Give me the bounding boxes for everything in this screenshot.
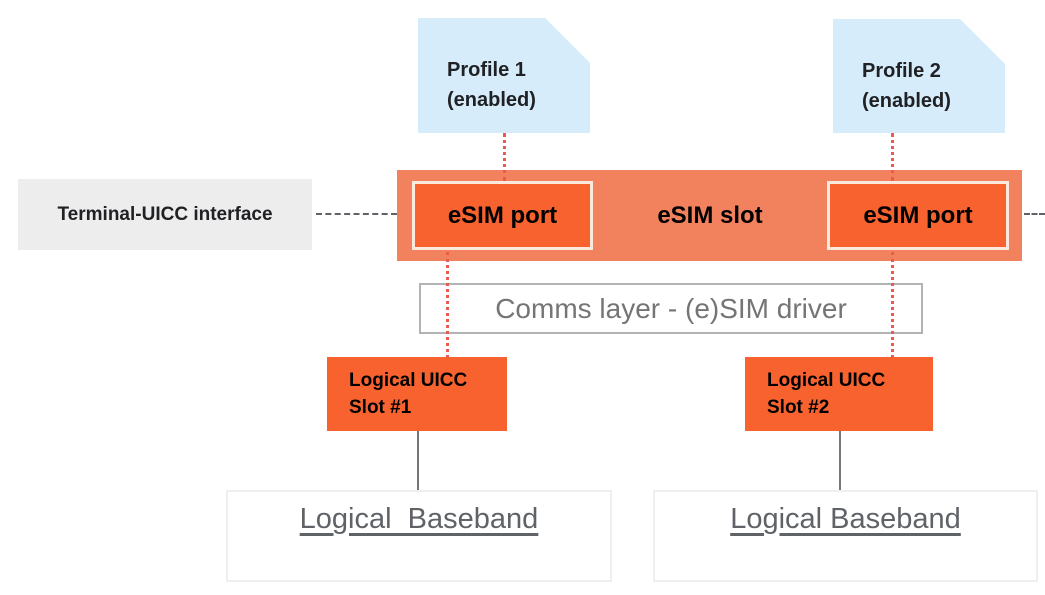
profile-1-name: Profile 1 <box>447 59 526 81</box>
logical-baseband-right-text: Logical Baseband <box>730 503 961 535</box>
esim-port-right-text: eSIM port <box>863 201 973 229</box>
logical-uicc-slot-1-box: Logical UICC Slot #1 <box>327 357 507 431</box>
dotted-connector-profile2-port2 <box>891 133 894 181</box>
comms-layer-box: Comms layer - (e)SIM driver <box>419 283 923 334</box>
esim-slot-label: eSIM slot <box>593 181 827 250</box>
terminal-uicc-interface-label: Terminal-UICC interface <box>18 179 312 250</box>
profile-1-card: Profile 1 (enabled) <box>418 18 590 133</box>
dashed-line-left <box>316 213 397 215</box>
solid-connector-uiccslot1-baseband1 <box>417 431 419 490</box>
esim-port-left-text: eSIM port <box>447 201 558 229</box>
esim-slot-text: eSIM slot <box>657 201 763 229</box>
profile-2-card: Profile 2 (enabled) <box>833 19 1005 133</box>
comms-layer-text: Comms layer - (e)SIM driver <box>495 292 847 324</box>
dotted-connector-port2-uiccslot2 <box>891 252 894 358</box>
logical-uicc-slot-2-line2: Slot #2 <box>767 397 830 418</box>
profile-2-state: (enabled) <box>862 90 951 112</box>
dashed-line-right <box>1024 213 1045 215</box>
esim-port-right: eSIM port <box>827 181 1009 250</box>
logical-uicc-slot-2-line1: Logical UICC <box>767 370 886 391</box>
logical-baseband-right-box: Logical Baseband <box>653 490 1038 582</box>
logical-uicc-slot-1-line1: Logical UICC <box>349 370 468 391</box>
esim-port-left: eSIM port <box>412 181 593 250</box>
profile-1-state: (enabled) <box>447 89 536 111</box>
solid-connector-uiccslot2-baseband2 <box>839 431 841 490</box>
dotted-connector-profile1-port1 <box>503 133 506 181</box>
dotted-connector-port1-uiccslot1 <box>446 252 449 358</box>
profile-2-name: Profile 2 <box>862 60 941 82</box>
logical-uicc-slot-1-line2: Slot #1 <box>349 397 412 418</box>
logical-baseband-left-text: Logical Baseband <box>299 503 539 535</box>
logical-baseband-left-box: Logical Baseband <box>226 490 612 582</box>
logical-uicc-slot-2-box: Logical UICC Slot #2 <box>745 357 933 431</box>
terminal-uicc-interface-text: Terminal-UICC interface <box>57 203 273 225</box>
